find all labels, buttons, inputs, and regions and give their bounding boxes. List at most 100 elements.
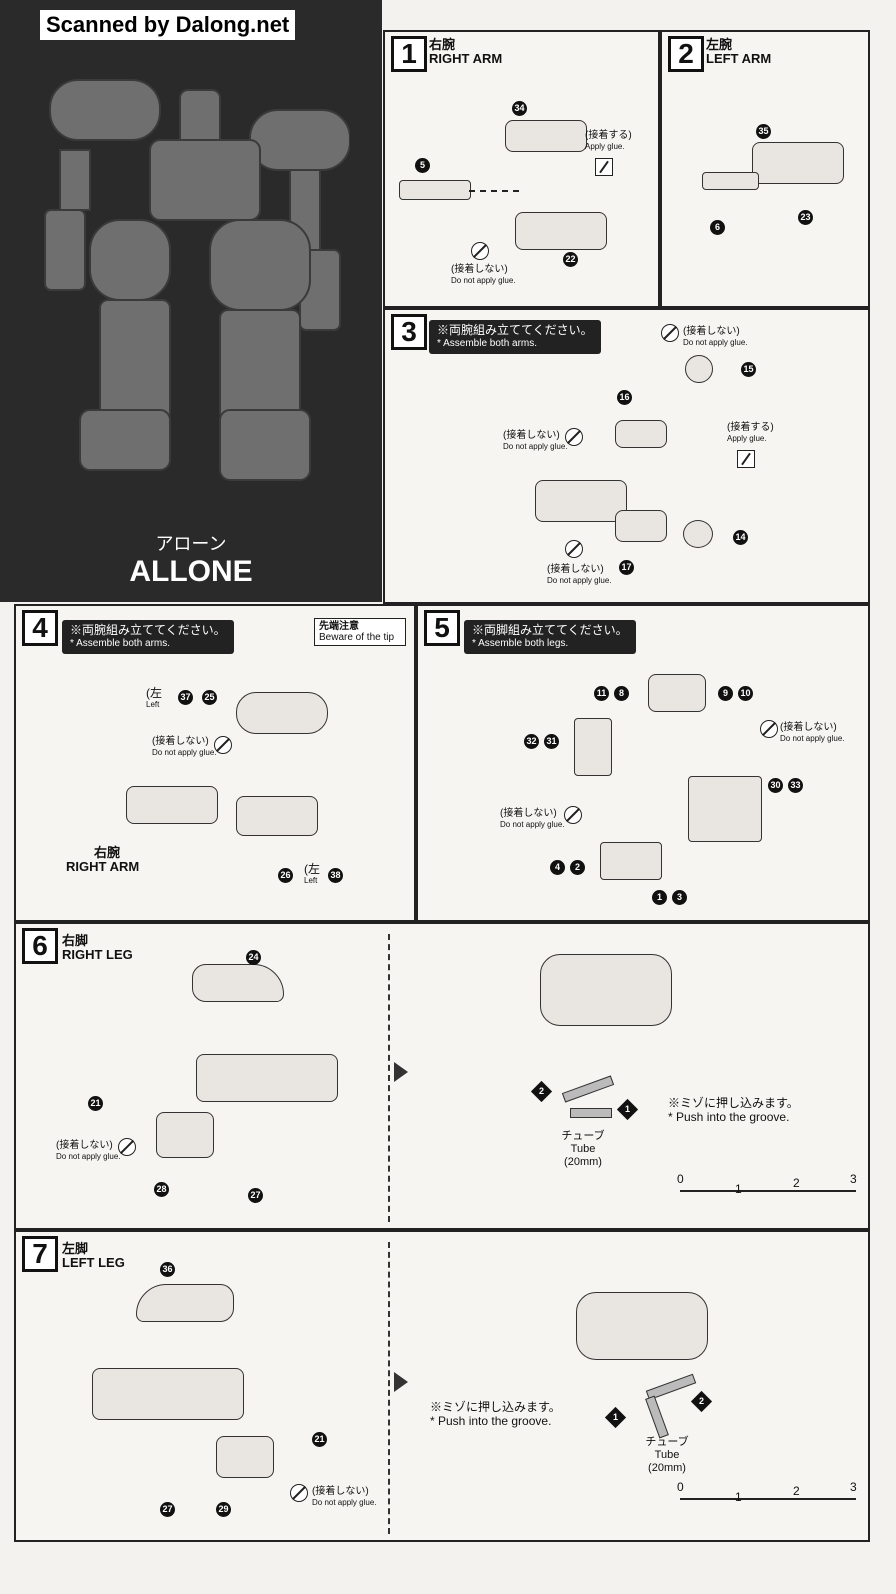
assembly-line bbox=[469, 190, 519, 192]
part-number: 6 bbox=[710, 220, 725, 235]
marker-1: 1 bbox=[616, 1098, 639, 1121]
step-title-en: RIGHT LEG bbox=[62, 947, 133, 962]
part-leg-side bbox=[574, 718, 612, 776]
marker-1: 1 bbox=[604, 1406, 627, 1429]
part-number: 4 bbox=[550, 860, 565, 875]
no-glue-icon bbox=[118, 1138, 136, 1156]
marker-2: 2 bbox=[530, 1080, 553, 1103]
part-number: 22 bbox=[563, 252, 578, 267]
no-glue-icon bbox=[290, 1484, 308, 1502]
part-upper-arm-cover bbox=[505, 120, 587, 152]
step-4-panel: 4 ※両腕組み立ててください。* Assemble both arms. 先端注… bbox=[14, 604, 416, 922]
no-glue-label: (接着しない)Do not apply glue. bbox=[152, 736, 217, 757]
part-number: 27 bbox=[248, 1188, 263, 1203]
part-number: 5 bbox=[415, 158, 430, 173]
part-number: 9 bbox=[718, 686, 733, 701]
tube bbox=[645, 1395, 669, 1439]
tube bbox=[570, 1108, 612, 1118]
no-glue-label: (接着しない)Do not apply glue. bbox=[451, 264, 516, 285]
part-number: 8 bbox=[614, 686, 629, 701]
no-glue-icon bbox=[564, 806, 582, 824]
part-number: 26 bbox=[278, 868, 293, 883]
part-left-arm bbox=[752, 142, 844, 184]
step-number: 7 bbox=[22, 1236, 58, 1272]
step-note: ※両脚組み立ててください。* Assemble both legs. bbox=[464, 620, 636, 654]
ruler: 0 1 2 3 bbox=[677, 1480, 857, 1504]
step-number: 4 bbox=[22, 610, 58, 646]
part-number: 25 bbox=[202, 690, 217, 705]
step-title-jp: 左腕 bbox=[706, 37, 733, 52]
arrow-right-icon bbox=[394, 1062, 408, 1082]
part-foot-armor bbox=[192, 964, 284, 1002]
no-glue-label: (接着しない)Do not apply glue. bbox=[780, 722, 845, 743]
part-number: 28 bbox=[154, 1182, 169, 1197]
part-number: 30 bbox=[768, 778, 783, 793]
glue-icon bbox=[595, 158, 613, 176]
part-number: 16 bbox=[617, 390, 632, 405]
no-glue-label: (接着しない)Do not apply glue. bbox=[312, 1486, 377, 1507]
step-number: 6 bbox=[22, 928, 58, 964]
watermark: Scanned by Dalong.net bbox=[40, 10, 296, 40]
part-number: 32 bbox=[524, 734, 539, 749]
no-glue-icon bbox=[565, 428, 583, 446]
part-forearm bbox=[535, 480, 627, 522]
part-foot bbox=[196, 1054, 338, 1102]
groove-label: ※ミゾに押し込みます。* Push into the groove. bbox=[430, 1400, 561, 1428]
no-glue-icon bbox=[661, 324, 679, 342]
sub-title-en: RIGHT ARM bbox=[66, 859, 140, 874]
apply-glue-label: (接着する)Apply glue. bbox=[585, 130, 632, 151]
name-en: ALLONE bbox=[129, 555, 253, 588]
part-hand bbox=[702, 172, 759, 190]
part-foot bbox=[92, 1368, 244, 1420]
step-number: 1 bbox=[391, 36, 427, 72]
robot-illustration bbox=[44, 79, 350, 481]
arrow-right-icon bbox=[394, 1372, 408, 1392]
divider bbox=[388, 1242, 390, 1534]
part-number: 10 bbox=[738, 686, 753, 701]
no-glue-label: (接着しない)Do not apply glue. bbox=[503, 430, 568, 451]
part-number: 33 bbox=[788, 778, 803, 793]
name-jp: アローン bbox=[155, 534, 227, 554]
part-number: 37 bbox=[178, 690, 193, 705]
part-arm bbox=[126, 786, 218, 824]
step-number: 3 bbox=[391, 314, 427, 350]
divider bbox=[388, 934, 390, 1222]
apply-glue-label: (接着する)Apply glue. bbox=[727, 422, 774, 443]
step-5-panel: 5 ※両脚組み立ててください。* Assemble both legs. 11 … bbox=[416, 604, 870, 922]
part-number: 11 bbox=[594, 686, 609, 701]
no-glue-label: (接着しない)Do not apply glue. bbox=[56, 1140, 121, 1161]
part-number: 29 bbox=[216, 1502, 231, 1517]
step-title-en: RIGHT ARM bbox=[429, 51, 503, 66]
part-number: 15 bbox=[741, 362, 756, 377]
part-number: 17 bbox=[619, 560, 634, 575]
step-1-panel: 1 右腕 RIGHT ARM 34 5 22 (接着する)Apply glue.… bbox=[383, 30, 660, 308]
step-3-panel: 3 ※両腕組み立ててください。* Assemble both arms. 15 … bbox=[383, 308, 870, 604]
no-glue-label: (接着しない)Do not apply glue. bbox=[547, 564, 612, 585]
step-title-jp: 左脚 bbox=[62, 1241, 89, 1256]
part-shoulder-armor bbox=[236, 692, 328, 734]
sub-title-jp: 右腕 bbox=[94, 845, 121, 860]
no-glue-icon bbox=[471, 242, 489, 260]
part-number: 2 bbox=[570, 860, 585, 875]
part-thigh bbox=[688, 776, 762, 842]
part-number: 31 bbox=[544, 734, 559, 749]
step-number: 2 bbox=[668, 36, 704, 72]
ruler: 0 1 2 3 bbox=[677, 1172, 857, 1196]
part-number: 21 bbox=[312, 1432, 327, 1447]
part-shoulder-joint bbox=[685, 355, 713, 383]
part-number: 24 bbox=[246, 950, 261, 965]
step-title-jp: 右脚 bbox=[62, 933, 89, 948]
part-number: 27 bbox=[160, 1502, 175, 1517]
part-number: 38 bbox=[328, 868, 343, 883]
part-number: 36 bbox=[160, 1262, 175, 1277]
no-glue-label: (接着しない)Do not apply glue. bbox=[683, 326, 748, 347]
part-foot-assembly bbox=[576, 1292, 708, 1360]
step-2-panel: 2 左腕 LEFT ARM 35 6 23 bbox=[660, 30, 870, 308]
glue-icon bbox=[737, 450, 755, 468]
marker-2: 2 bbox=[690, 1390, 713, 1413]
part-hip-block bbox=[648, 674, 706, 712]
